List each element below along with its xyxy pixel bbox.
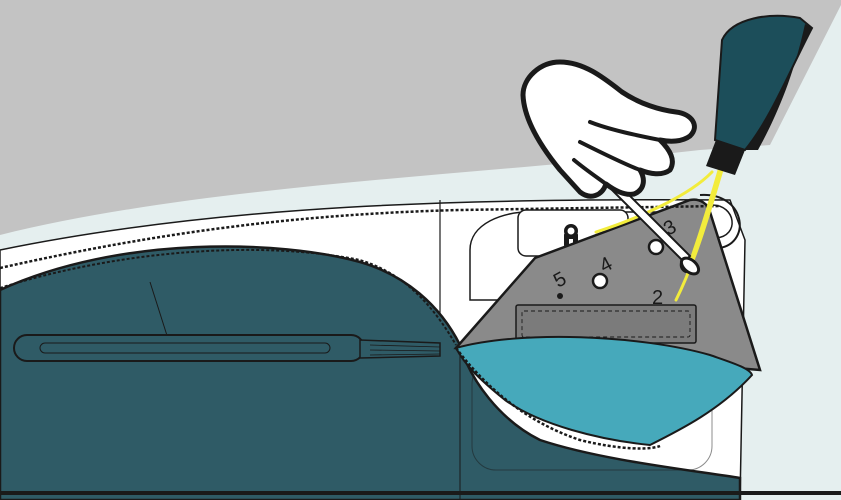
strap-dark-band <box>745 24 812 150</box>
step-label-2: 2 <box>652 287 663 309</box>
zipper-pull-icon <box>13 334 441 362</box>
grey-lid-panel <box>0 0 841 235</box>
yellow-lace <box>594 158 727 302</box>
teal-strap <box>713 14 814 152</box>
eyelet-5 <box>557 293 563 299</box>
hand-icon <box>520 59 697 199</box>
threading-tool-tip <box>679 256 701 276</box>
strap-end <box>706 140 745 175</box>
upper-zigzag-seam <box>0 204 721 270</box>
bottom-border <box>0 491 841 495</box>
eyelet-4 <box>591 272 609 290</box>
lower-zigzag-seam <box>455 347 661 450</box>
eyelet-3 <box>647 238 665 256</box>
middle-zigzag-seam <box>0 248 457 346</box>
